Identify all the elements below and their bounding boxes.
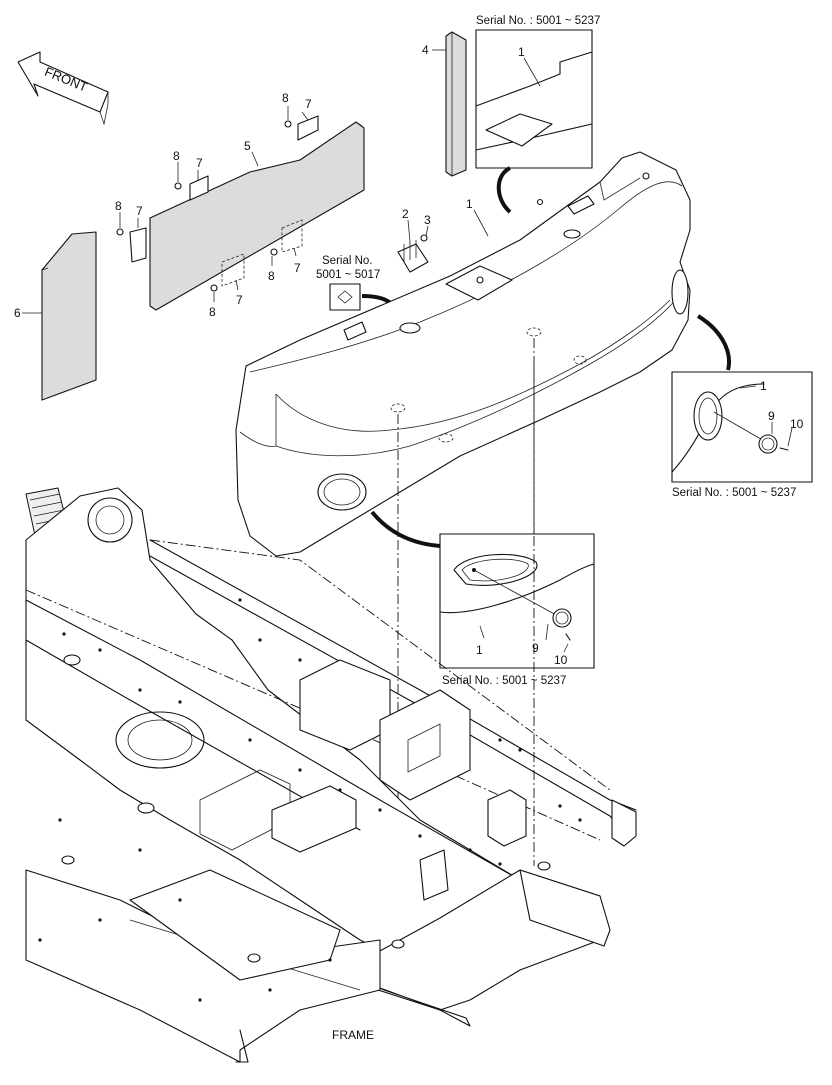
callout-1-top: 1 [518,45,525,59]
callout-7-d: 7 [236,293,243,307]
callout-10-bottom: 10 [554,653,568,667]
serial-label-top: Serial No. : 5001 ~ 5237 [476,15,600,27]
callout-8-d: 8 [209,305,216,319]
callout-8-a: 8 [282,91,289,105]
part-4-bar: 4 [422,31,467,177]
callout-9-bottom: 9 [532,641,539,655]
callout-1-right: 1 [760,379,767,393]
callout-9-right: 9 [768,409,775,423]
callout-1-bottom: 1 [476,643,483,657]
callout-5: 5 [244,139,251,153]
serial-label-right: Serial No. : 5001 ~ 5237 [672,487,796,499]
callout-7-e: 7 [294,261,301,275]
detail-box-top: 1 Serial No. : 5001 ~ 5237 [475,15,600,214]
callout-1-main: 1 [466,197,473,211]
detail-box-right: 1 9 10 Serial No. : 5001 ~ 5237 [671,314,813,499]
callout-6: 6 [14,306,21,320]
callout-7-b: 7 [196,156,203,170]
parts-2-3-bracket: 2 3 [397,207,431,273]
callout-8-b: 8 [173,149,180,163]
brackets-and-bolts: 7 8 7 8 7 8 7 8 7 8 [115,91,319,319]
callout-3: 3 [424,213,431,227]
callout-8-c: 8 [115,199,122,213]
callout-7-a: 7 [305,97,312,111]
counterweight-body: 1 [235,151,691,557]
serial-small-line1: Serial No. [322,255,373,267]
callout-8-e: 8 [268,269,275,283]
part-6-plate: 6 [14,231,97,401]
frame-label: FRAME [332,1028,374,1042]
frame-bolts [38,598,582,1002]
serial-label-bottom: Serial No. : 5001 ~ 5237 [442,675,566,687]
front-arrow: FRONT [17,51,109,126]
callout-4: 4 [422,43,429,57]
callout-2: 2 [402,207,409,221]
frame-structure [25,338,637,1063]
part-5-cover: 5 [149,121,365,311]
serial-small-line2: 5001 ~ 5017 [316,269,380,281]
callout-10-right: 10 [790,417,804,431]
callout-7-c: 7 [136,204,143,218]
detail-box-bottom: 1 9 10 Serial No. : 5001 ~ 5237 [370,510,595,687]
